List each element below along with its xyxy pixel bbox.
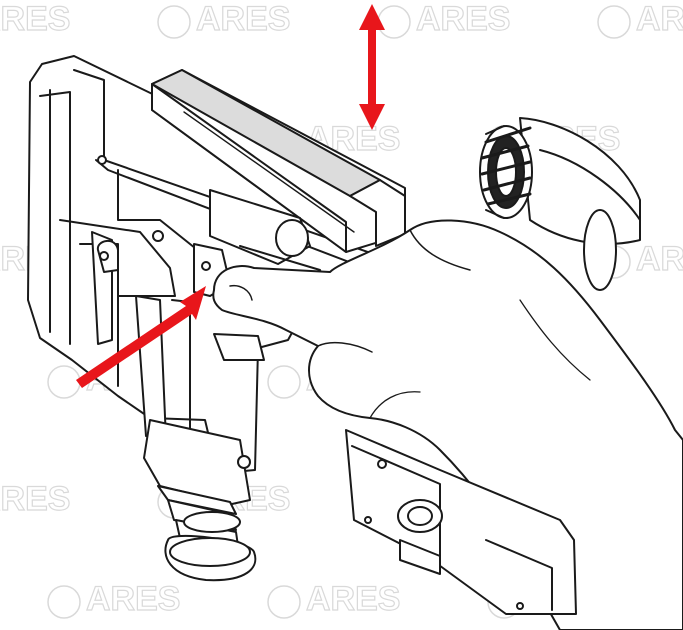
- watermark-logo: ARES: [267, 579, 401, 619]
- release-button-arrow: [76, 286, 206, 388]
- watermark-logo: ARES: [0, 0, 71, 39]
- watermark-logo: ARES: [47, 579, 181, 619]
- watermark-logo: ARES: [0, 479, 71, 518]
- buttplate-plunger: [143, 419, 257, 582]
- watermark-logo: ARES: [597, 0, 683, 39]
- svg-text:ARES: ARES: [636, 0, 683, 38]
- svg-text:ARES: ARES: [636, 240, 683, 278]
- svg-text:ARES: ARES: [196, 0, 290, 38]
- vertical-adjust-arrow: [359, 4, 385, 130]
- watermark-logo: ARES: [377, 0, 511, 39]
- svg-text:ARES: ARES: [86, 580, 180, 618]
- svg-text:ARES: ARES: [416, 0, 510, 38]
- svg-text:ARES: ARES: [0, 0, 70, 38]
- svg-text:ARES: ARES: [0, 480, 70, 518]
- svg-text:ARES: ARES: [306, 580, 400, 618]
- watermark-logo: ARES: [157, 0, 291, 39]
- cheek-rest-pad: [151, 69, 406, 253]
- grip-housing: [345, 429, 577, 615]
- scope-ring: [479, 117, 641, 291]
